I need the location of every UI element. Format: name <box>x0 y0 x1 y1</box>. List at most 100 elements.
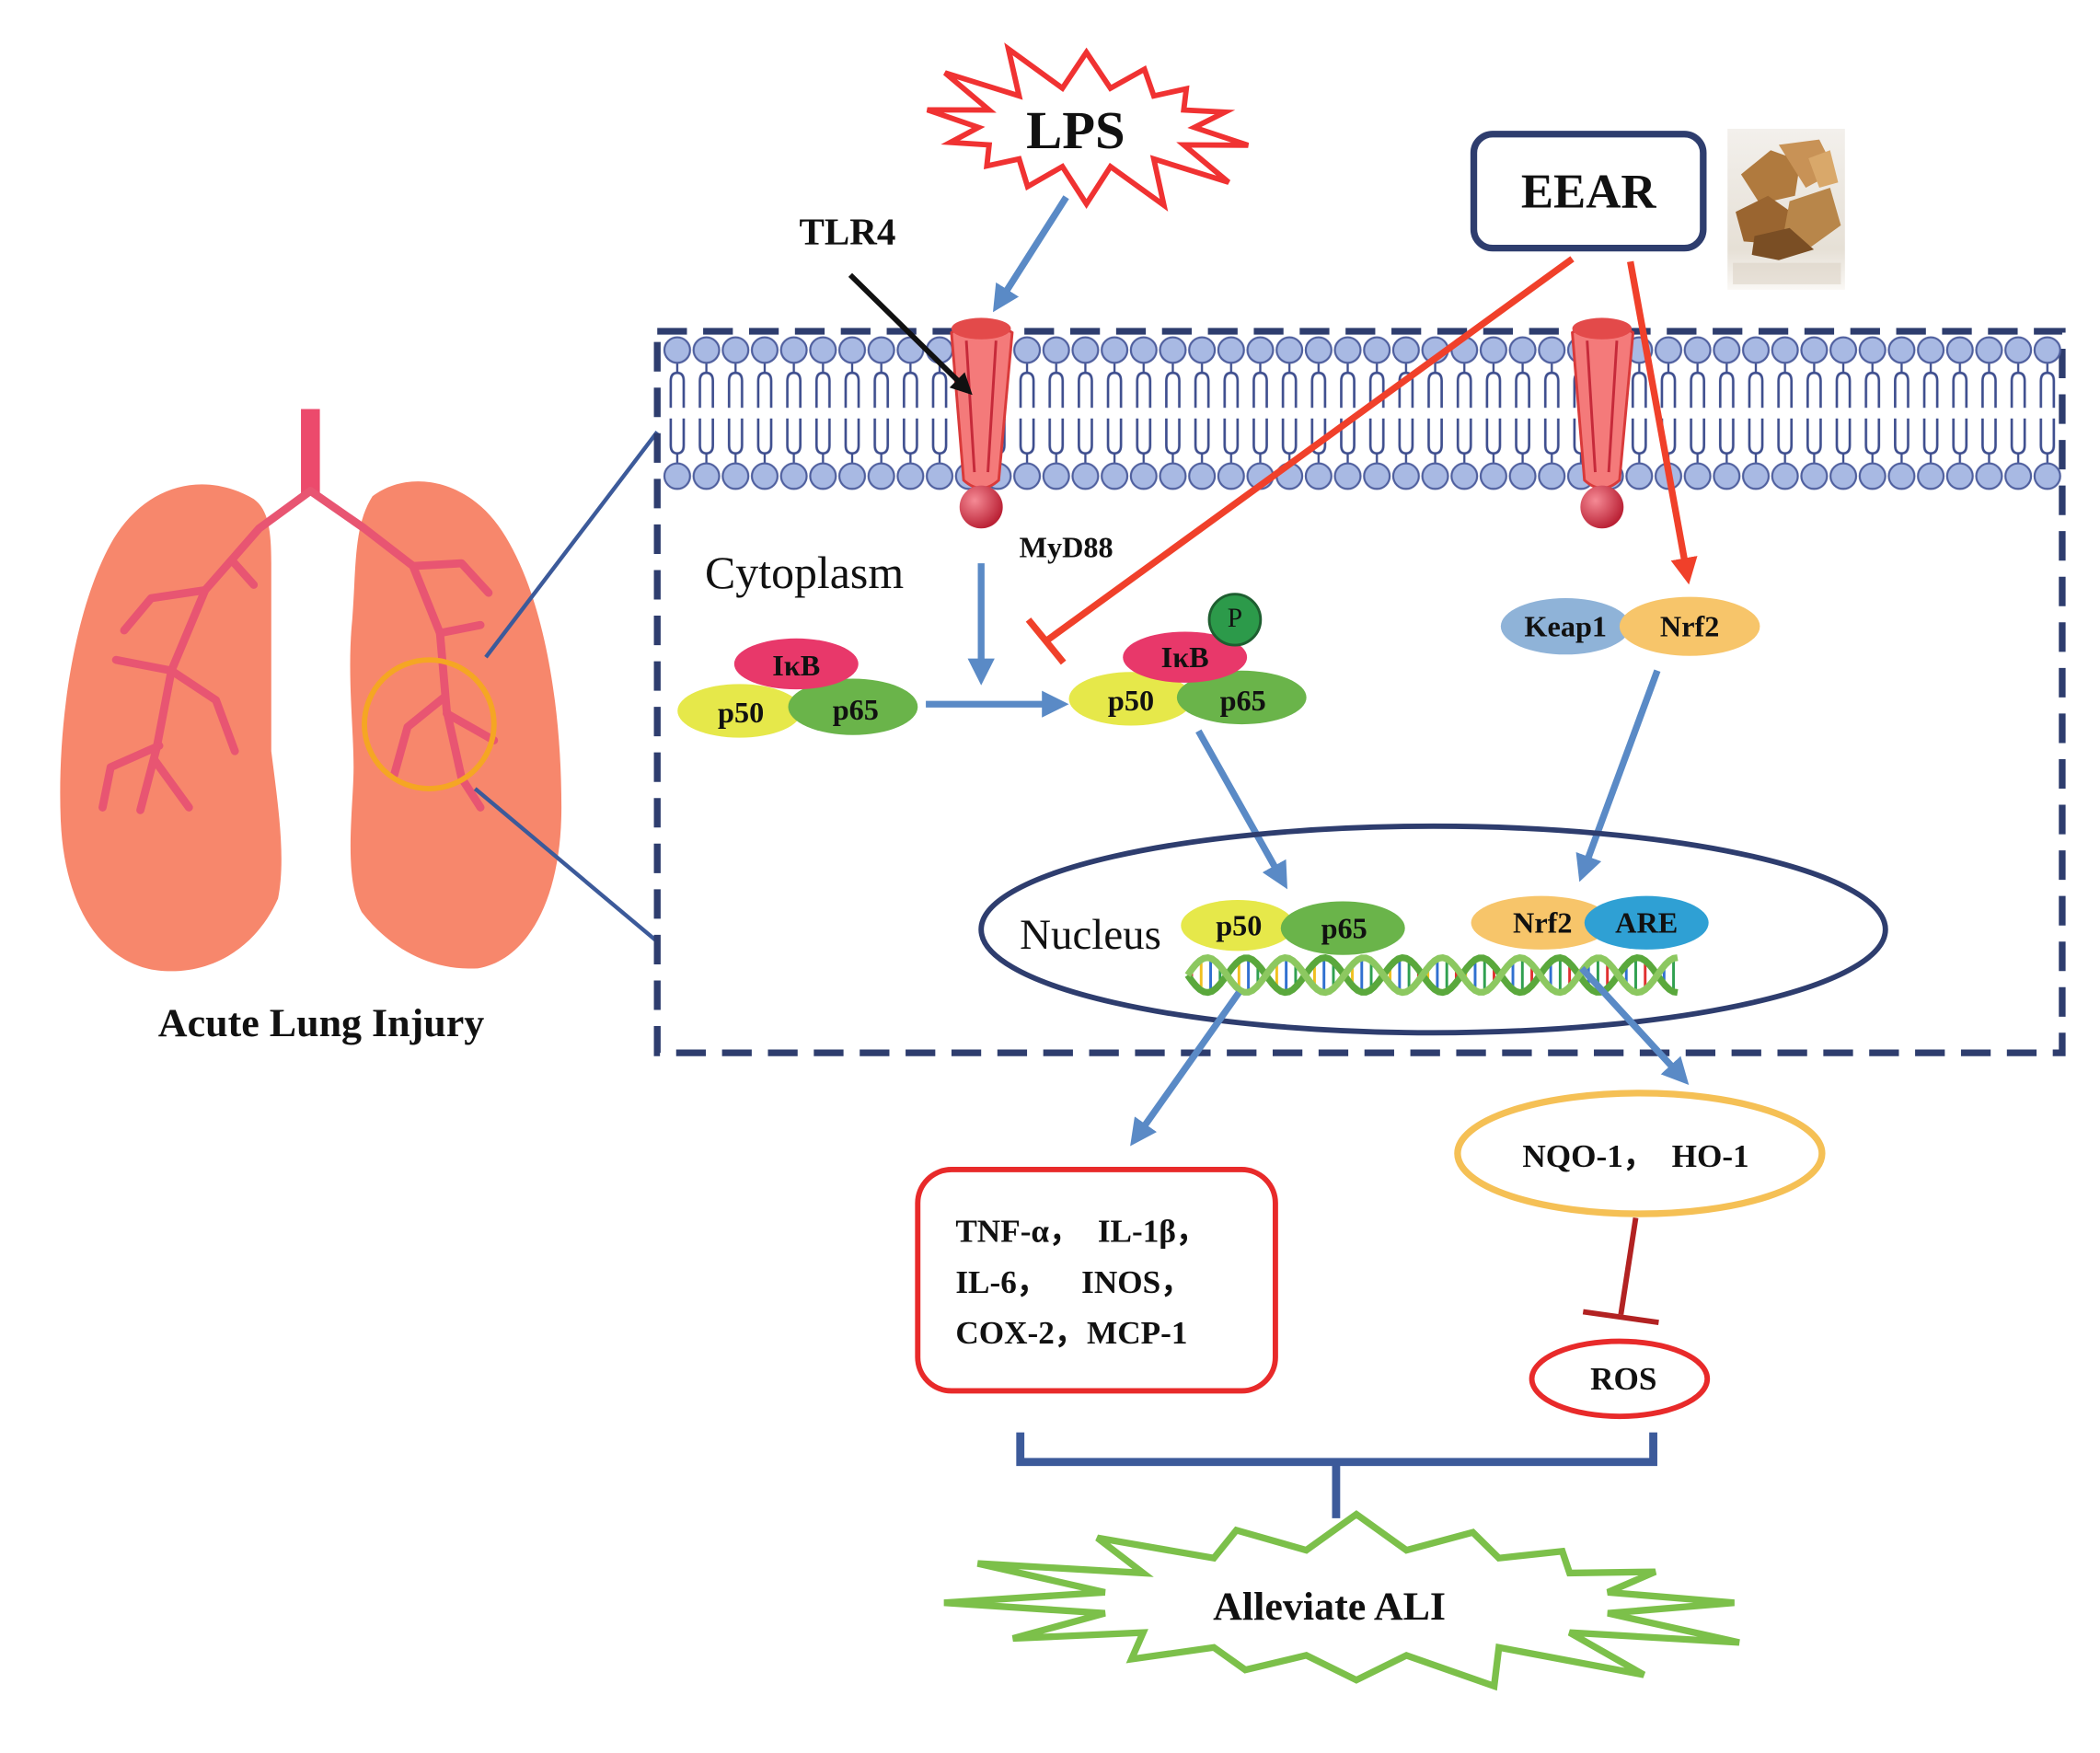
p65-protein <box>1176 670 1307 725</box>
outcome-bracket <box>1016 1432 1657 1518</box>
nrf2-protein <box>1619 596 1760 656</box>
myd88-ball <box>959 485 1003 529</box>
enzyme-label: NQO-1， HO-1 <box>1522 1138 1748 1174</box>
nrf2-translocation-arrow <box>1575 669 1661 882</box>
enzyme-ellipse <box>1454 1090 1826 1217</box>
right-bronchiole <box>435 620 485 638</box>
phospho-nfkb-complex: P IκB p50 p65 <box>1068 593 1307 726</box>
p65-label: p65 <box>1321 912 1367 945</box>
mediator-line: COX-2，MCP-1 <box>955 1315 1187 1351</box>
receptor-groove <box>1586 340 1619 473</box>
p65-protein <box>1280 901 1405 955</box>
left-lung <box>60 484 282 972</box>
left-bronchiole <box>98 742 164 812</box>
nuclear-nfkb: p50 p65 <box>1181 900 1405 955</box>
right-bronchiole <box>409 559 493 597</box>
lps-label: LPS <box>1026 100 1125 160</box>
p65-label: p65 <box>1220 684 1266 717</box>
herb-piece <box>1740 150 1801 204</box>
ros-ellipse <box>1529 1338 1711 1420</box>
zoom-circle <box>362 657 497 791</box>
nucleus-boundary <box>978 823 1888 1036</box>
mediator-box <box>915 1167 1278 1394</box>
nrf2-label: Nrf2 <box>1660 610 1719 643</box>
nfkb-translocation-arrow <box>1195 729 1287 890</box>
phospho-label: P <box>1228 604 1242 633</box>
photo-reflection <box>1733 262 1841 284</box>
left-bronchiole <box>167 666 239 755</box>
ros-label: ROS <box>1590 1361 1656 1397</box>
are-label: ARE <box>1615 906 1678 940</box>
cell-frame <box>653 328 2066 1056</box>
nucleus-label: Nucleus <box>1020 911 1161 959</box>
ikb-label: IκB <box>1161 640 1209 674</box>
left-bronchiole <box>111 655 176 675</box>
lps-to-tlr4-arrow <box>992 195 1069 313</box>
are-element <box>1584 895 1709 950</box>
ros-inhibition-line <box>1618 1217 1639 1315</box>
zoom-line-bottom <box>473 787 659 943</box>
p50-protein <box>1181 900 1295 951</box>
right-lung <box>350 481 562 969</box>
receptor-cap <box>1572 317 1633 340</box>
p50-label: p50 <box>1216 909 1262 942</box>
right-bronchiole <box>443 709 499 744</box>
zoom-line-top <box>484 431 659 659</box>
lps-starburst <box>926 42 1250 212</box>
receptor-ball <box>1580 485 1624 529</box>
ros-inhibition-bar <box>1582 1309 1659 1326</box>
left-bronchiole <box>149 755 193 812</box>
herb-piece <box>1808 150 1839 189</box>
dna-strand <box>1184 953 1679 997</box>
nrf2-label: Nrf2 <box>1513 906 1572 940</box>
outcome-label: Alleviate ALI <box>1213 1585 1446 1629</box>
ikb-protein <box>1123 631 1248 683</box>
tlr4-label: TLR4 <box>800 212 896 253</box>
inflammatory-mediators: TNF-α， IL-1β， IL-6， INOS， COX-2，MCP-1 <box>915 1167 1278 1394</box>
mediator-line: IL-6， INOS， <box>955 1264 1193 1300</box>
p65-label: p65 <box>833 693 879 726</box>
keap1-nrf2-complex: Keap1 Nrf2 <box>1500 596 1760 656</box>
right-bronchiole <box>389 693 448 779</box>
dna-strand <box>1184 953 1679 997</box>
eear-inhibition-line <box>1044 256 1575 644</box>
eear-inhibition-bar <box>1025 617 1067 665</box>
nuclear-nrf2-are: Nrf2 ARE <box>1471 895 1709 950</box>
tlr4-pointer-arrow <box>848 272 973 396</box>
nrf2-protein <box>1471 895 1612 950</box>
antioxidant-enzymes: NQO-1， HO-1 <box>1454 1090 1826 1217</box>
nfkb-ikb-complex: IκB p50 p65 <box>677 638 918 738</box>
left-bronchiole <box>227 556 259 589</box>
lungs: Acute Lung Injury <box>60 409 659 1045</box>
eear-box <box>1470 131 1707 252</box>
eear-to-nrf2-arrow <box>1627 260 1698 585</box>
p50-protein <box>677 684 802 738</box>
keap1-label: Keap1 <box>1524 610 1607 643</box>
herb-piece <box>1751 227 1815 260</box>
mediator-line: TNF-α， IL-1β， <box>955 1214 1208 1250</box>
p50-label: p50 <box>1108 684 1154 717</box>
cytoplasm-label: Cytoplasm <box>705 548 904 598</box>
herb-piece <box>1783 188 1841 248</box>
lung-caption: Acute Lung Injury <box>158 1001 485 1045</box>
phospho-group <box>1207 593 1263 647</box>
ikb-label: IκB <box>772 649 820 682</box>
p50-label: p50 <box>718 696 764 729</box>
second-receptor <box>1571 317 1635 529</box>
ros: ROS <box>1529 1338 1711 1420</box>
receptor-cap <box>951 317 1011 340</box>
tlr4-receptor <box>950 317 1014 529</box>
keap1-protein <box>1500 598 1631 655</box>
transcription-inflammatory-arrow <box>1130 990 1242 1147</box>
myd88-label: MyD88 <box>1020 531 1113 564</box>
left-bronchiole <box>120 585 210 635</box>
eear-label: EEAR <box>1521 166 1657 219</box>
herb-photo <box>1727 128 1845 290</box>
p50-protein <box>1068 672 1194 726</box>
dna-helix <box>1184 953 1679 997</box>
ikb-protein <box>733 638 859 690</box>
p65-protein <box>788 678 918 735</box>
transcription-antioxidant-arrow <box>1579 965 1690 1086</box>
outcome-starburst <box>943 1510 1740 1691</box>
